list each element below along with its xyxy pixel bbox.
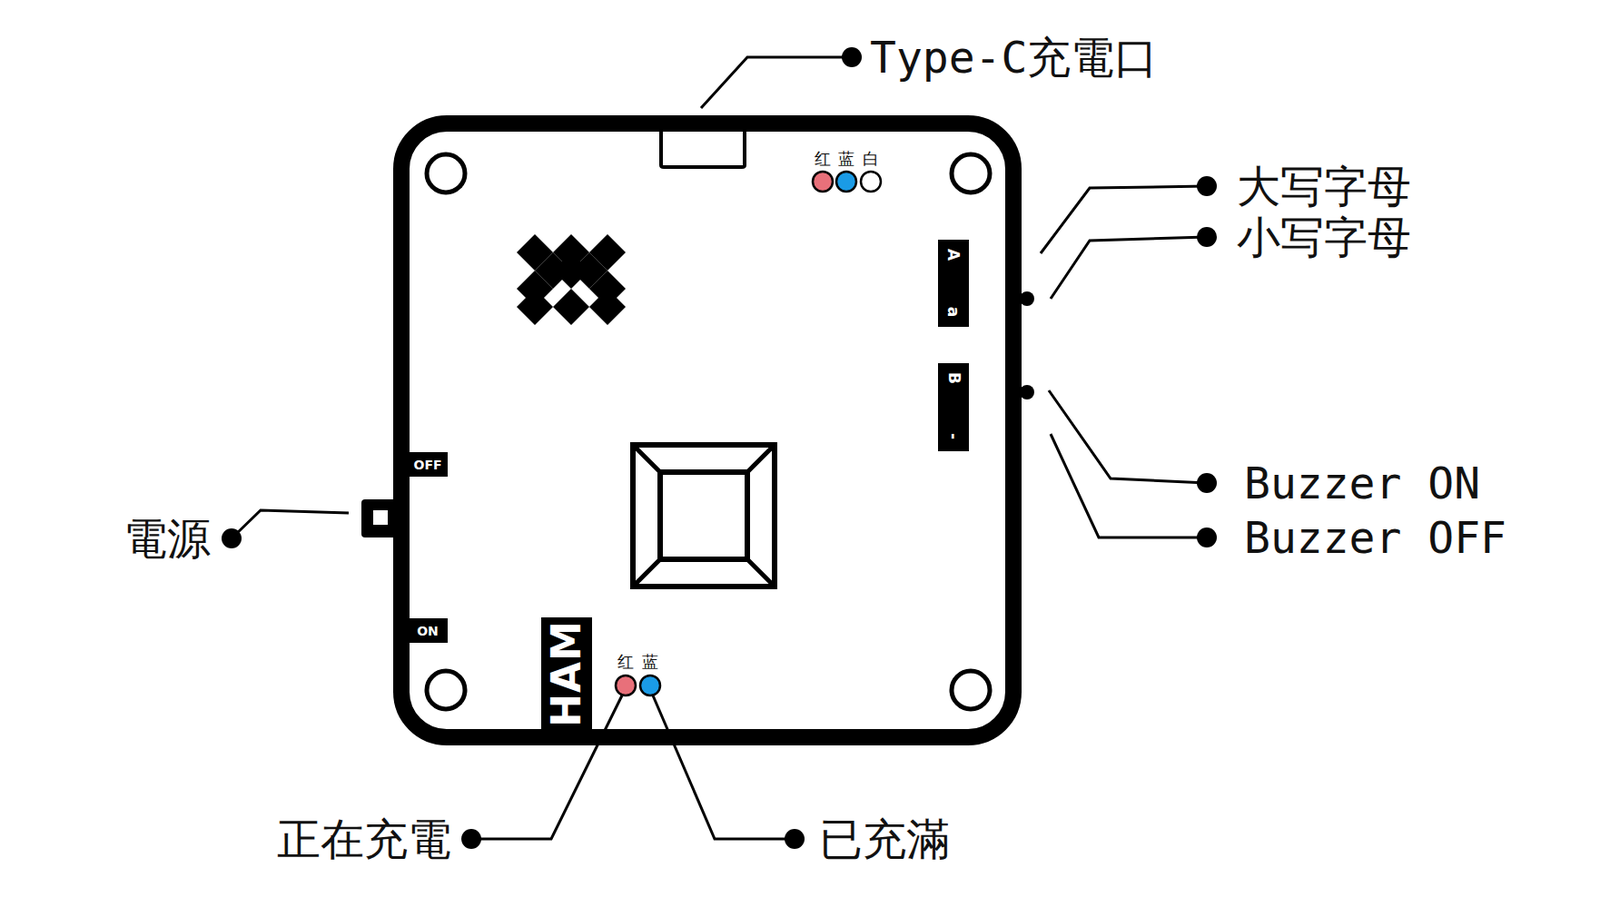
- button-callout: 大写字母: [1236, 162, 1412, 211]
- diamond-pattern: [516, 234, 626, 326]
- typec-port: [661, 131, 745, 168]
- button-b-label: B-: [938, 363, 969, 452]
- bottom-leds: [615, 675, 661, 696]
- switch-on-tag: ON: [407, 618, 448, 643]
- band-text: B: [946, 372, 962, 385]
- band-text: -: [946, 433, 962, 440]
- led-color: 白: [862, 149, 880, 168]
- side-buttons: [1019, 291, 1035, 400]
- top-leds: [812, 171, 881, 192]
- led-color: 蓝: [838, 149, 855, 168]
- board-outline: [401, 123, 1014, 738]
- port-callout: Type-C充電口: [869, 33, 1158, 82]
- brand-band: HAM: [541, 617, 593, 731]
- band-text: A: [945, 248, 961, 261]
- leader-lines: [231, 57, 1207, 840]
- switch-off-tag: OFF: [407, 452, 448, 477]
- power-switch: [361, 499, 398, 538]
- led-callout: 已充滿: [819, 815, 950, 864]
- center-button: [632, 444, 775, 587]
- band-text: HAM: [546, 620, 587, 728]
- button-callout: Buzzer OFF: [1244, 513, 1507, 563]
- button-callout: 小写字母: [1236, 213, 1412, 262]
- band-text: a: [945, 306, 961, 317]
- button-callout: Buzzer ON: [1244, 459, 1481, 508]
- led-color: 蓝: [641, 652, 659, 672]
- switch-callout: 電源: [123, 514, 211, 563]
- led-callout: 正在充電: [276, 815, 452, 864]
- button-a-label: Aa: [938, 239, 969, 327]
- led-color: 红: [814, 149, 831, 168]
- band-text: ON: [416, 624, 439, 638]
- led-color: 红: [617, 652, 634, 672]
- mount-holes: [426, 154, 990, 710]
- band-text: OFF: [413, 458, 442, 472]
- leader-dots: [221, 47, 1217, 850]
